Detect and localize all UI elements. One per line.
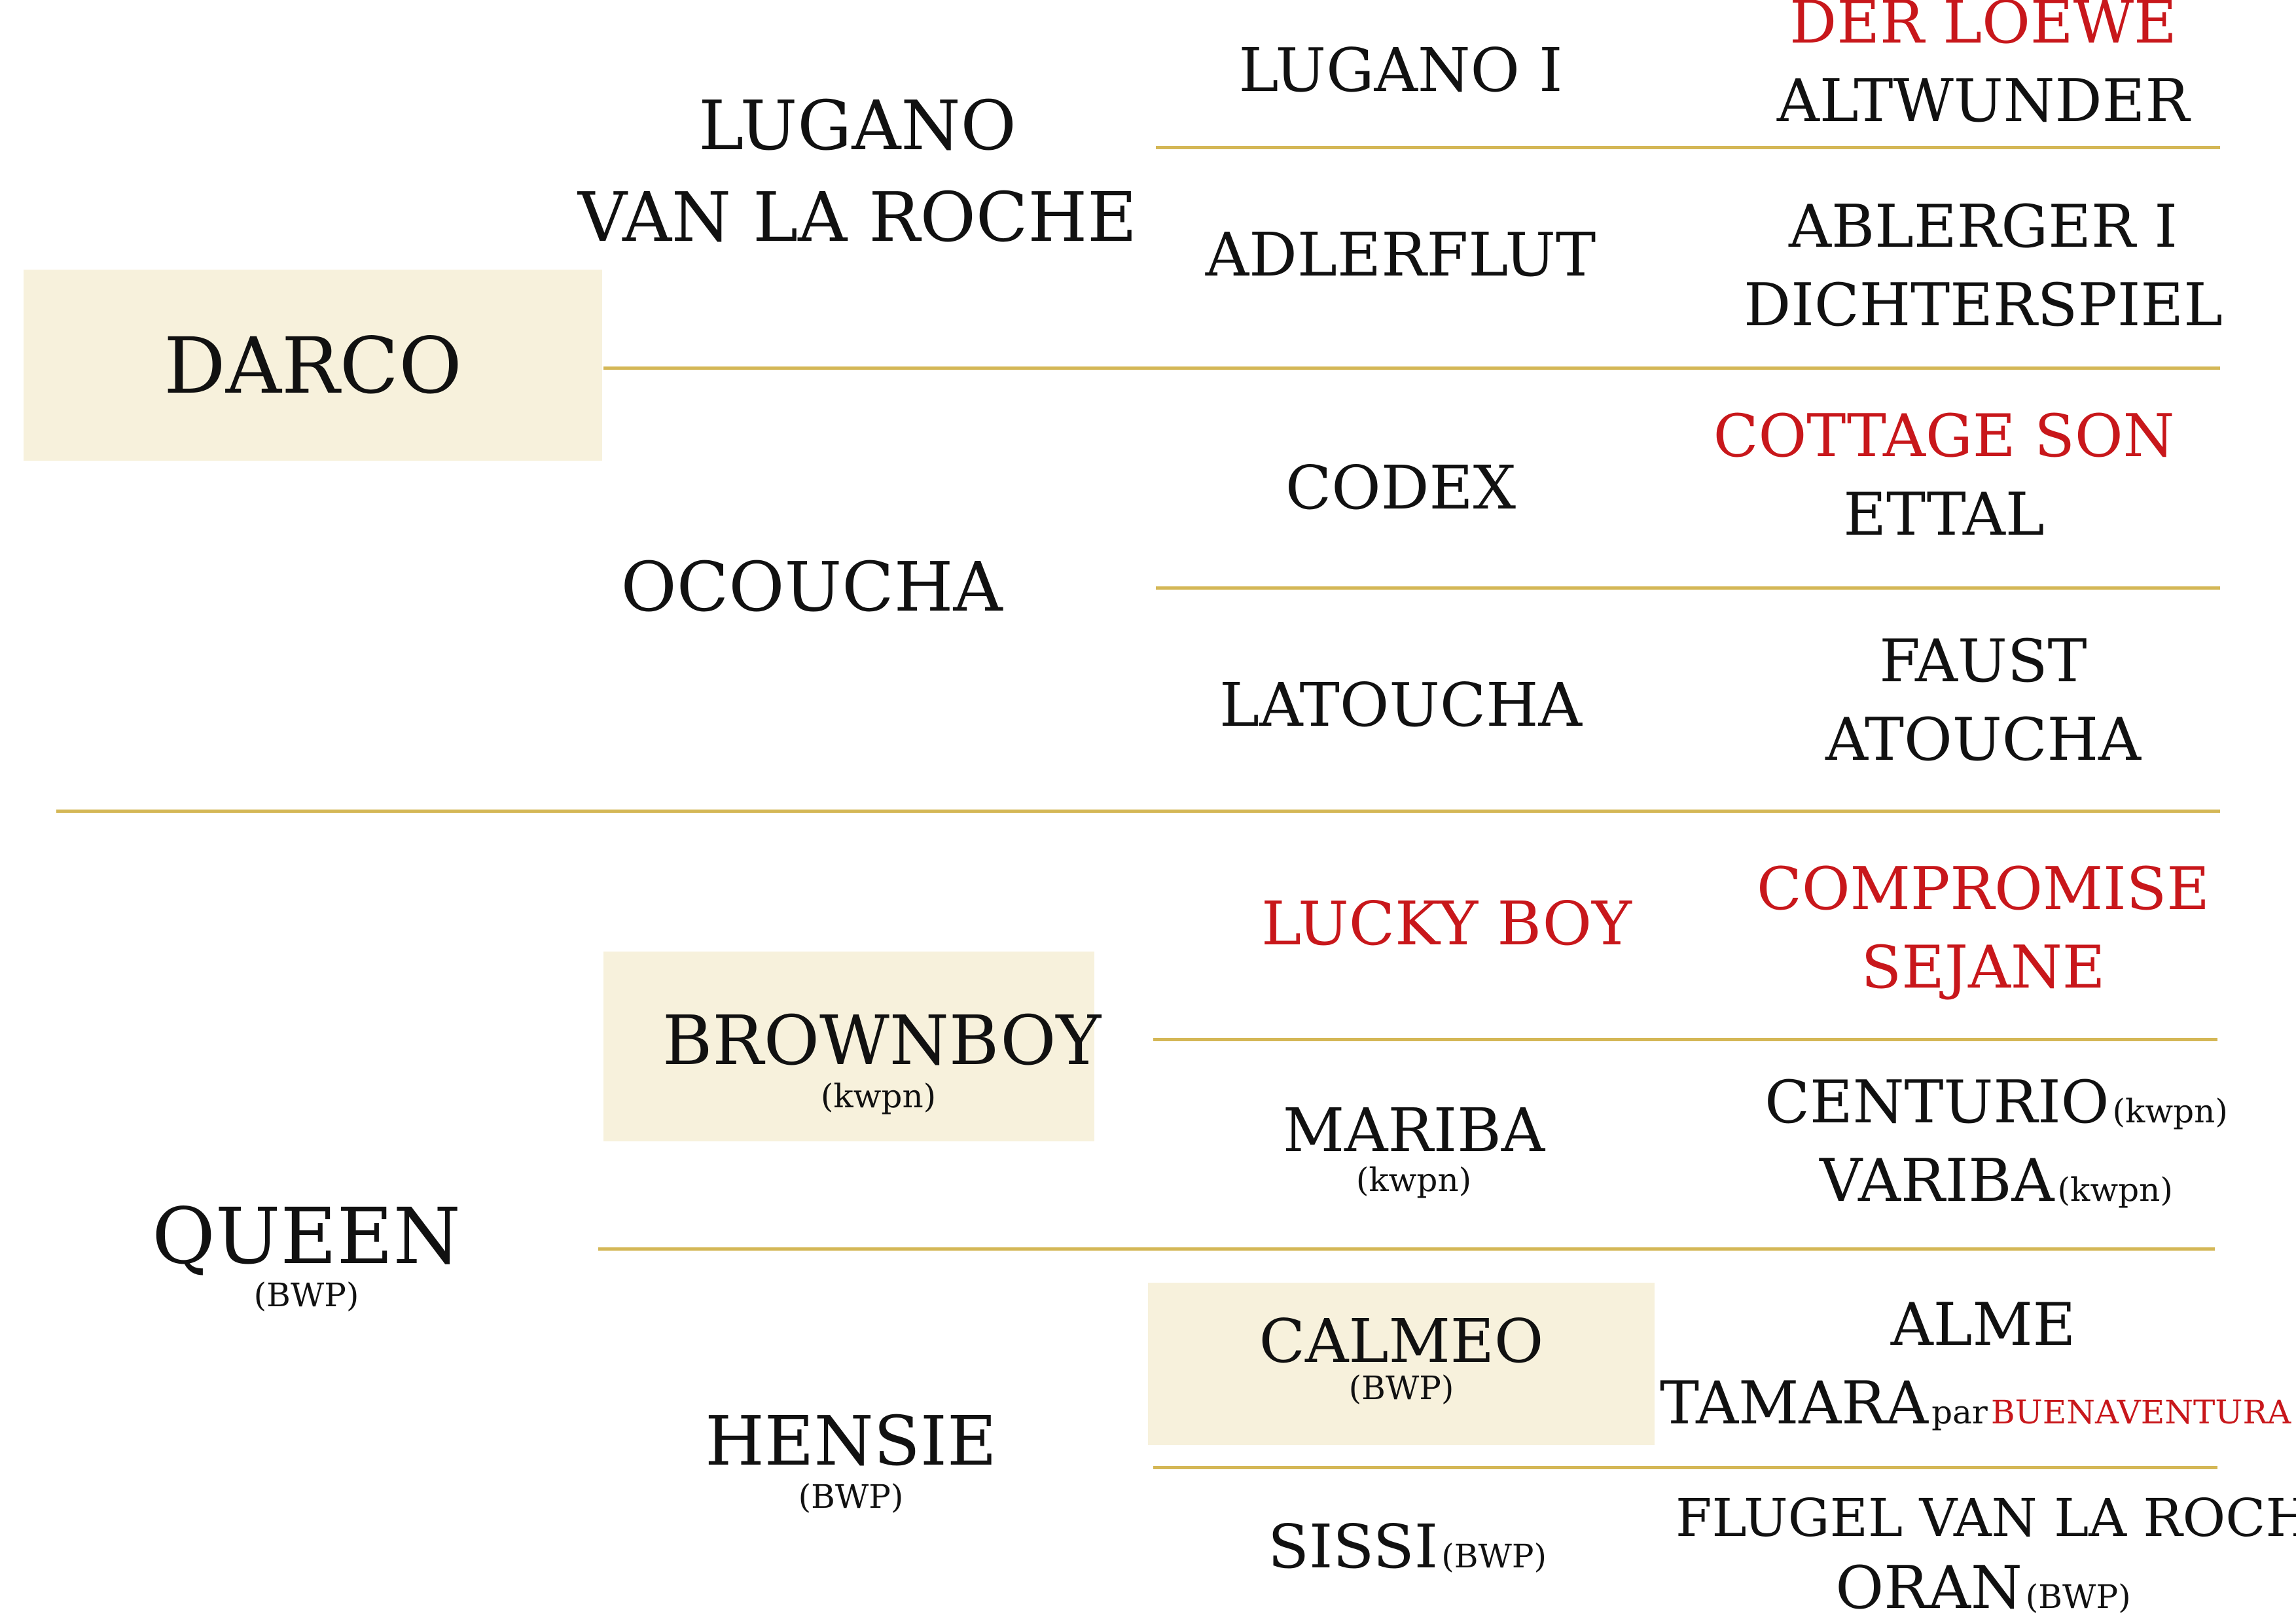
dam-name: QUEEN — [152, 1191, 461, 1281]
gen2-ss-line1: LUGANO — [698, 86, 1016, 166]
divider-gen3-4 — [1153, 1466, 2217, 1469]
gen2-ds-name: BROWNBOY — [662, 1001, 1102, 1080]
gen4-dsdd-studbook: (kwpn) — [2057, 1171, 2173, 1209]
divider-gen3-3 — [1153, 1038, 2217, 1041]
gen4-ablerger-dichterspiel: ABLERGER I DICHTERSPIEL — [1689, 198, 2278, 335]
gen3-dsd-name: MARIBA — [1282, 1096, 1545, 1166]
gen2-brownboy: BROWNBOY (kwpn) — [603, 1001, 1102, 1115]
gen4-ddds-name: FLUGEL VAN LA ROCHE — [1676, 1488, 2296, 1548]
gen4-sdsd-name: ETTAL — [1843, 480, 2045, 549]
gen4-ddsd-par-name: BUENAVENTURA — [1990, 1393, 2291, 1431]
gen4-ddsd-name: TAMARA — [1660, 1374, 1929, 1433]
gen4-ssss-name: DER LOEWE — [1789, 0, 2177, 57]
gen3-calmeo: CALMEO (BWP) — [1148, 1306, 1655, 1407]
divider-gen3-1 — [1156, 146, 2220, 149]
gen4-alme: ALME — [1689, 1296, 2278, 1355]
gen2-lugano-van-la-roche: LUGANO VAN LA ROCHE — [563, 92, 1152, 251]
gen2-dd-studbook: (BWP) — [798, 1478, 904, 1516]
gen2-ss-line2: VAN LA ROCHE — [577, 177, 1138, 257]
gen4-dsdd-name: VARIBA — [1820, 1147, 2054, 1215]
gen3-sss-name: LUGANO I — [1238, 35, 1563, 105]
gen3-dds-name: CALMEO — [1259, 1306, 1544, 1376]
gen4-dddd-studbook: (BWP) — [2025, 1578, 2131, 1616]
gen4-dsds-studbook: (kwpn) — [2112, 1092, 2228, 1130]
gen4-ddss-name: ALME — [1890, 1291, 2076, 1359]
calmeo-highlight — [1148, 1283, 1655, 1445]
gen3-lucky-boy: LUCKY BOY — [1185, 894, 1708, 954]
gen4-flugel-oran: FLUGEL VAN LA ROCHE ORAN (BWP) — [1676, 1488, 2296, 1618]
sire-darco: DARCO — [24, 327, 602, 404]
gen2-ds-studbook: (kwpn) — [820, 1077, 937, 1115]
gen2-hensie: HENSIE (BWP) — [589, 1407, 1113, 1513]
gen4-faust-atoucha: FAUST ATOUCHA — [1689, 632, 2278, 770]
gen3-dsd-studbook: (kwpn) — [1355, 1161, 1472, 1199]
divider-gen3-2 — [1156, 586, 2220, 590]
dam-studbook: (BWP) — [253, 1276, 359, 1314]
gen3-lugano-i: LUGANO I — [1139, 41, 1662, 101]
gen2-dd-name: HENSIE — [705, 1401, 997, 1481]
gen3-dss-name: LUCKY BOY — [1261, 889, 1632, 959]
dam-queen: QUEEN (BWP) — [24, 1198, 589, 1311]
divider-gen2-2 — [598, 1247, 2215, 1251]
gen4-tamara: TAMARA par BUENAVENTURA — [1660, 1374, 2296, 1433]
gen3-sdd-name: LATOUCHA — [1219, 670, 1582, 740]
gen2-ocoucha: OCOUCHA — [550, 553, 1073, 621]
gen3-ddd-studbook: (BWP) — [1441, 1537, 1547, 1575]
gen4-sdds-name: FAUST — [1879, 627, 2087, 696]
divider-gen1 — [56, 810, 2220, 813]
gen2-sd-name: OCOUCHA — [620, 547, 1003, 627]
gen4-dsss-name: COMPROMISE — [1757, 855, 2210, 923]
darco-highlight — [24, 270, 602, 461]
gen3-codex: CODEX — [1139, 458, 1662, 518]
brownboy-highlight — [603, 952, 1094, 1141]
gen3-dds-studbook: (BWP) — [1348, 1369, 1454, 1407]
gen4-ssdd-name: DICHTERSPIEL — [1744, 271, 2223, 340]
gen3-mariba: MARIBA (kwpn) — [1152, 1096, 1676, 1199]
gen4-der-loewe-altwunder: DER LOEWE ALTWUNDER — [1689, 0, 2278, 131]
divider-gen2-1 — [603, 366, 2220, 370]
gen3-sds-name: CODEX — [1285, 453, 1516, 523]
gen4-compromise-sejane: COMPROMISE SEJANE — [1689, 860, 2278, 997]
gen4-sssd-name: ALTWUNDER — [1776, 67, 2190, 135]
gen4-sdss-name: COTTAGE SON — [1713, 402, 2175, 471]
gen3-ssd-name: ADLERFLUT — [1205, 220, 1596, 290]
gen3-ddd-name: SISSI — [1267, 1512, 1439, 1582]
gen3-sissi: SISSI (BWP) — [1139, 1517, 1676, 1577]
gen4-ddsd-par: par — [1931, 1393, 1988, 1431]
gen4-ssds-name: ABLERGER I — [1789, 192, 2178, 261]
gen4-cottage-son-ettal: COTTAGE SON ETTAL — [1649, 407, 2238, 544]
gen4-dddd-name: ORAN — [1835, 1554, 2022, 1622]
sire-name: DARCO — [164, 321, 462, 411]
gen3-latoucha: LATOUCHA — [1139, 675, 1662, 736]
gen4-dsds-name: CENTURIO — [1765, 1068, 2109, 1137]
gen4-sddd-name: ATOUCHA — [1825, 705, 2142, 774]
gen4-centurio-variba: CENTURIO (kwpn) VARIBA (kwpn) — [1702, 1073, 2291, 1211]
gen4-dssd-name: SEJANE — [1861, 933, 2106, 1002]
gen3-adlerflut: ADLERFLUT — [1139, 225, 1662, 285]
